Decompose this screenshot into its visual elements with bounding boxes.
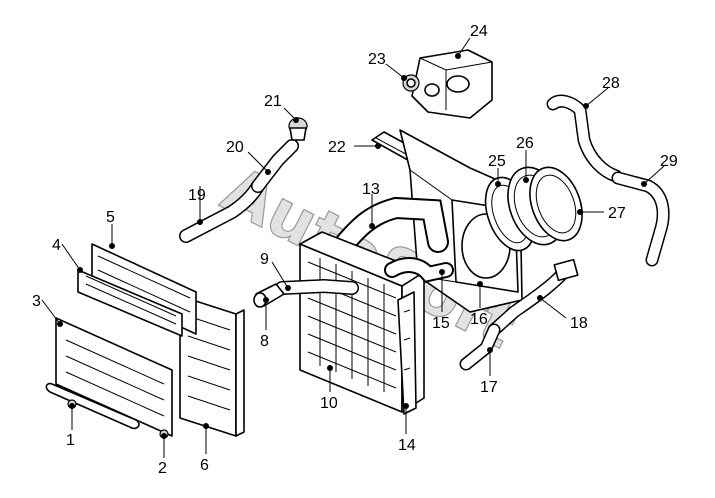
callout-16: 16: [470, 311, 488, 328]
fan-ring-27: [529, 166, 583, 242]
coolant-hose-29: [611, 171, 670, 267]
callout-labels: 1 2 3 4 5 6 8 9 10 13 14 15 16 17 18 19 …: [32, 23, 678, 477]
hose-20: [251, 139, 299, 193]
side-bracket-14: [397, 291, 417, 415]
callout-3: 3: [32, 293, 41, 310]
callout-29: 29: [660, 153, 678, 170]
callout-26: 26: [516, 135, 534, 152]
callout-leaders: [41, 37, 665, 458]
callout-21: 21: [264, 93, 282, 110]
callout-17: 17: [480, 379, 498, 396]
callout-27: 27: [608, 205, 626, 222]
upper-hose-13: [335, 196, 449, 253]
mesh-panel-4: [77, 269, 183, 337]
callout-8: 8: [260, 333, 269, 350]
callout-13: 13: [362, 181, 380, 198]
mesh-panel-3: [55, 317, 173, 437]
lower-hose-17: [459, 323, 501, 371]
radiator-hose-15: [384, 257, 454, 283]
callout-1: 1: [66, 432, 75, 449]
callout-24: 24: [470, 23, 488, 40]
callout-23: 23: [368, 51, 386, 68]
coolant-hose-28: [546, 94, 623, 183]
hose-9: [275, 278, 359, 295]
callout-20: 20: [226, 139, 244, 156]
callout-22: 22: [328, 139, 346, 156]
callout-9: 9: [260, 251, 269, 268]
tank-cap: [402, 74, 420, 92]
callout-14: 14: [398, 437, 416, 454]
callout-10: 10: [320, 395, 338, 412]
connector-8: [253, 283, 285, 308]
expansion-tank: [411, 49, 493, 119]
callout-15: 15: [432, 315, 450, 332]
hose-cap-21: [288, 117, 308, 141]
callout-4: 4: [52, 237, 61, 254]
callout-28: 28: [602, 75, 620, 92]
callout-5: 5: [106, 209, 115, 226]
callout-25: 25: [488, 153, 506, 170]
callout-6: 6: [200, 457, 209, 474]
lower-hose-18: [487, 258, 579, 337]
callout-2: 2: [158, 460, 167, 477]
callout-18: 18: [570, 315, 588, 332]
callout-19: 19: [188, 187, 206, 204]
